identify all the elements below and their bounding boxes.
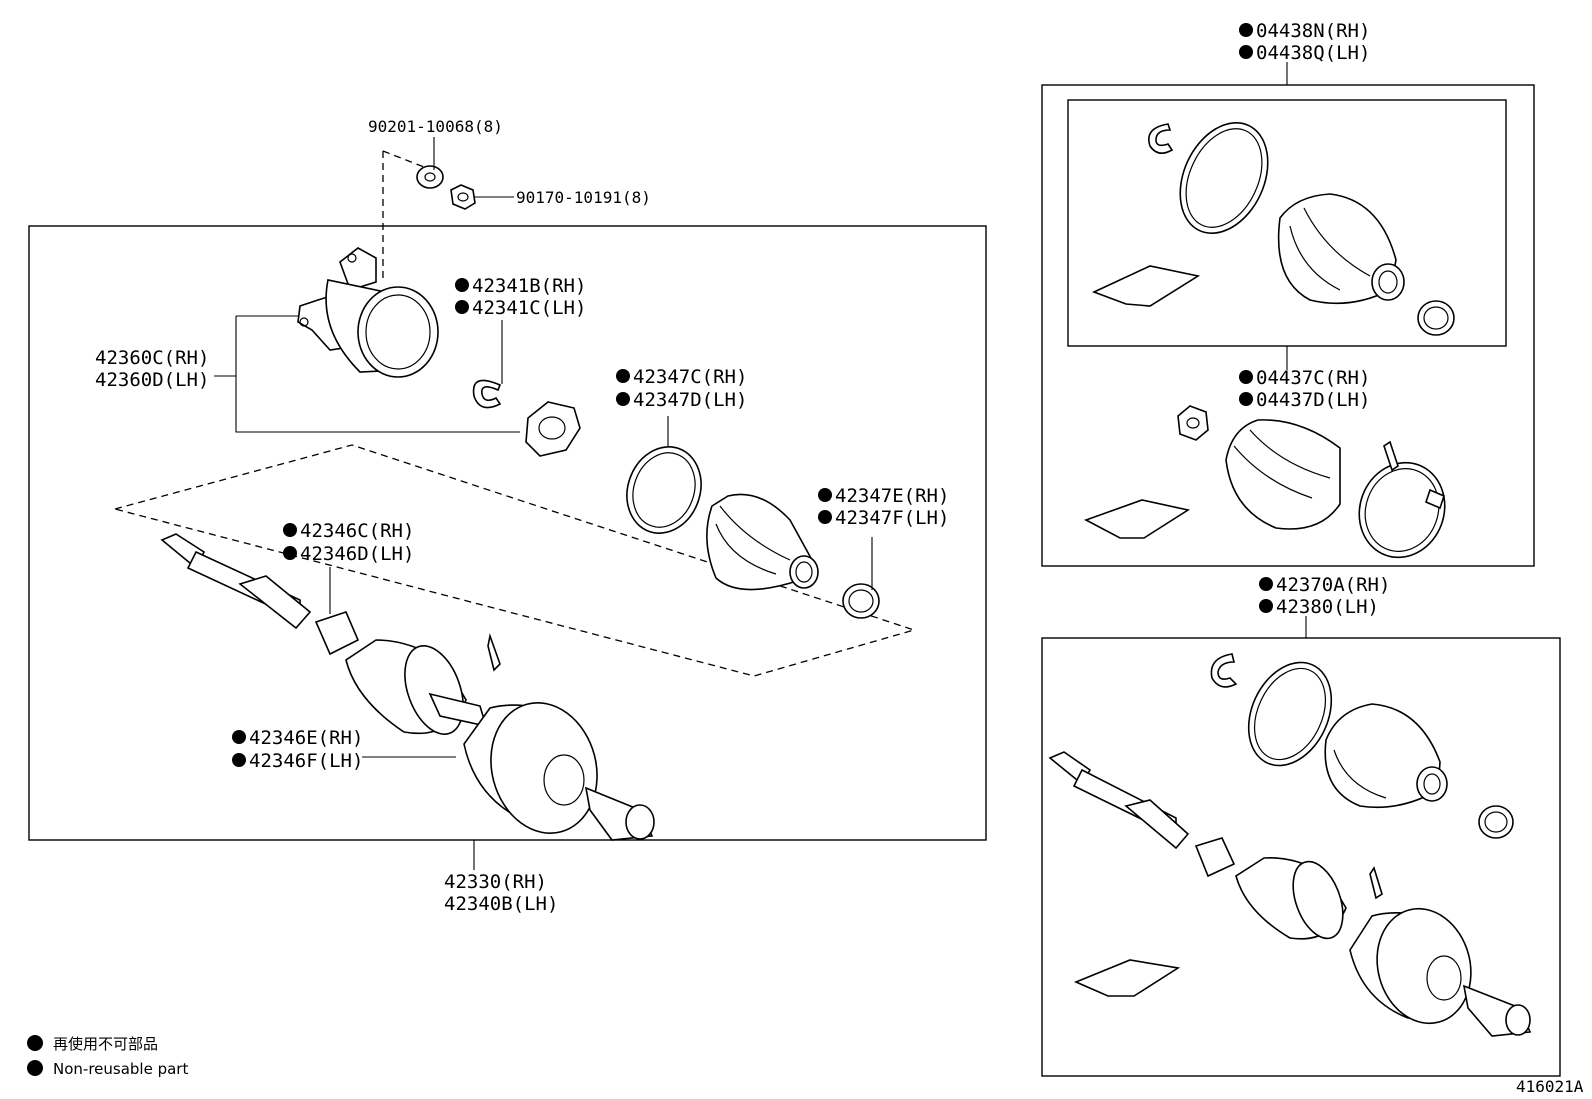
outboard-kit-parts [1084, 405, 1446, 559]
clamp-lh-label: 42347D(LH) [633, 389, 747, 411]
shaft-kit-frame [1041, 637, 1561, 1077]
small-clamp-part [842, 583, 880, 619]
non-reusable-marker [1239, 392, 1253, 406]
bolt-part [416, 165, 444, 189]
inner-boot-part [706, 493, 819, 591]
shaft-lh-label: 42346D(LH) [300, 543, 414, 565]
inboard-boot-kit-lh-label: 04438Q(LH) [1256, 42, 1370, 64]
non-reusable-marker [455, 300, 469, 314]
shaft-kit-parts [1048, 653, 1532, 1037]
legend-marker-jp [27, 1035, 43, 1051]
assembly-lh-label: 42340B(LH) [444, 893, 558, 915]
non-reusable-marker [1259, 577, 1273, 591]
non-reusable-marker [616, 369, 630, 383]
legend-jp-text: 再使用不可部品 [53, 1035, 158, 1053]
legend-en-text: Non-reusable part [53, 1060, 188, 1078]
snap-ring-lh-label: 42341C(LH) [472, 297, 586, 319]
non-reusable-marker [283, 523, 297, 537]
shaft-kit-rh-label: 42370A(RH) [1276, 574, 1390, 596]
nut-label: 90170-10191(8) [516, 188, 651, 207]
non-reusable-marker [818, 488, 832, 502]
non-reusable-marker [818, 510, 832, 524]
non-reusable-marker [1239, 23, 1253, 37]
shaft-kit-lh-label: 42380(LH) [1276, 596, 1379, 618]
outer-joint-part [345, 633, 655, 841]
housing-part [297, 247, 439, 378]
boot-kit-frame [1041, 84, 1535, 567]
clamp-rh-label: 42347C(RH) [633, 366, 747, 388]
assembly-rh-label: 42330(RH) [444, 871, 547, 893]
inboard-boot-kit-rh-label: 04438N(RH) [1256, 20, 1370, 42]
non-reusable-marker [283, 546, 297, 560]
shaft-rh-label: 42346C(RH) [300, 520, 414, 542]
housing-rh-label: 42360C(RH) [95, 347, 209, 369]
housing-lh-label: 42360D(LH) [95, 369, 209, 391]
inboard-kit-parts [1091, 121, 1455, 336]
bolt-dashed-leader [382, 150, 425, 278]
large-clamp-part [626, 446, 702, 534]
non-reusable-marker [232, 730, 246, 744]
non-reusable-marker [1239, 370, 1253, 384]
bolt-label: 90201-10068(8) [368, 117, 503, 136]
small-clamp-lh-label: 42347F(LH) [835, 507, 949, 529]
small-clamp-rh-label: 42347E(RH) [835, 485, 949, 507]
outboard-boot-kit-rh-label: 04437C(RH) [1256, 367, 1370, 389]
outer-joint-lh-label: 42346F(LH) [249, 750, 363, 772]
non-reusable-marker [455, 278, 469, 292]
non-reusable-marker [1259, 599, 1273, 613]
non-reusable-marker [616, 392, 630, 406]
tripod-part [525, 401, 581, 457]
diagram-id: 416021A [1516, 1077, 1584, 1096]
snap-ring-rh-label: 42341B(RH) [472, 275, 586, 297]
snap-ring-part [472, 379, 502, 409]
legend-marker-en [27, 1060, 43, 1076]
nut-part [450, 184, 476, 210]
outboard-boot-kit-lh-label: 04437D(LH) [1256, 389, 1370, 411]
non-reusable-marker [232, 753, 246, 767]
outer-joint-rh-label: 42346E(RH) [249, 727, 363, 749]
housing-bracket [214, 315, 520, 433]
main-assembly-frame [28, 225, 987, 841]
non-reusable-marker [1239, 45, 1253, 59]
shaft-part [160, 533, 360, 656]
